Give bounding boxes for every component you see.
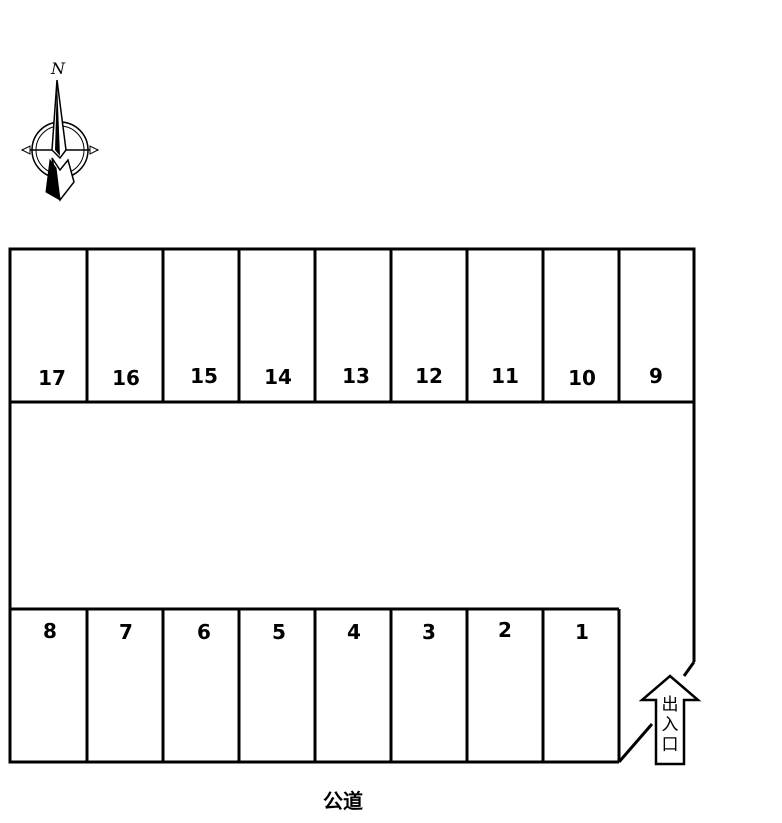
stall-number: 6 [197,620,211,644]
road-label: 公道 [323,789,363,813]
stall-number: 15 [190,364,218,388]
stall-number: 1 [575,620,589,644]
stall-number: 2 [498,618,512,642]
top-row-numbers: 17 16 15 14 13 12 11 10 9 [38,364,663,390]
stall-number: 8 [43,619,57,643]
entrance-arrow-icon: 出 入 口 [638,674,702,766]
stall-number: 5 [272,620,286,644]
stall-number: 17 [38,366,66,390]
entrance-label-char: 入 [662,715,679,735]
top-row-dividers [85,249,621,402]
stall-number: 16 [112,366,140,390]
stall-number: 3 [422,620,436,644]
stall-number: 14 [264,365,292,389]
stall-number: 13 [342,364,370,388]
bottom-row-dividers [85,609,545,762]
stall-number: 12 [415,364,443,388]
stall-number: 10 [568,366,596,390]
stall-number: 9 [649,364,663,388]
stall-number: 11 [491,364,519,388]
entrance-label-char: 口 [662,735,679,755]
stall-number: 4 [347,620,361,644]
compass-icon: N [20,59,100,202]
bottom-row-numbers: 8 7 6 5 4 3 2 1 [43,618,589,644]
stall-number: 7 [119,620,133,644]
north-label: N [50,59,66,78]
lot-outline [8,247,696,764]
entrance-label-char: 出 [662,695,679,715]
